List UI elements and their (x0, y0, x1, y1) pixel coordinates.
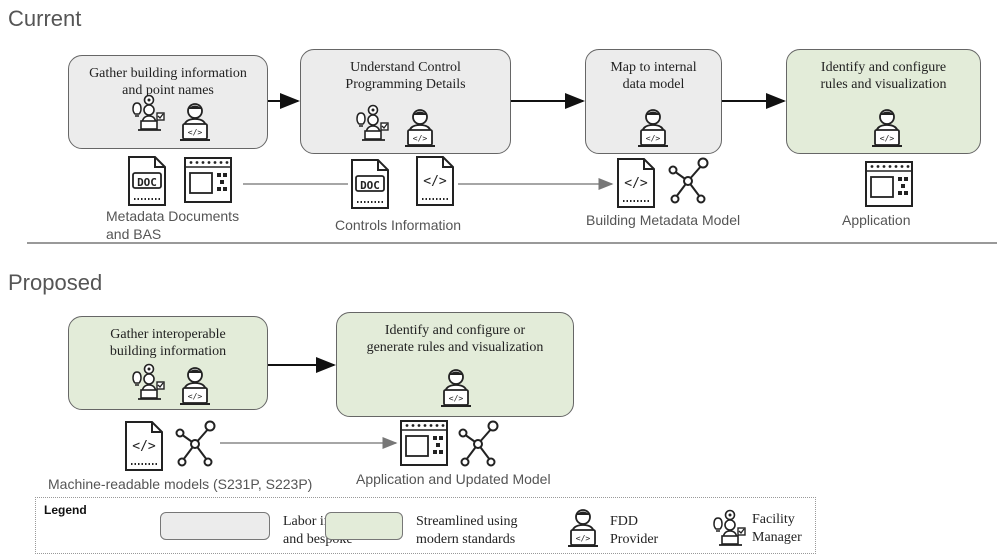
doc-badge: DOC (137, 176, 157, 189)
code-badge: </> (624, 176, 648, 191)
step-label-line2: building information (109, 343, 227, 359)
legend-swatch-streamlined (325, 512, 403, 540)
fdd-provider-icon (440, 369, 472, 407)
facility-manager-icon (356, 104, 389, 141)
legend-facility-line2: Manager (752, 529, 802, 545)
caption-metadata-documents: Metadata Documents and BAS (106, 208, 239, 243)
caption-line2: and BAS (106, 225, 162, 242)
step-gather-building-info: Gather building information and point na… (68, 55, 268, 149)
caption-line1: Metadata Documents (106, 208, 240, 224)
step-label-line1: Understand Control (350, 60, 461, 75)
caption-application: Application (842, 212, 911, 228)
legend-streamlined-line1: Streamlined using (416, 514, 518, 529)
caption-building-metadata-model: Building Metadata Model (586, 212, 741, 228)
step-label-line2: rules and visualization (820, 76, 947, 92)
legend-facility-label: Facility Manager (752, 511, 802, 546)
graph-model-icon (175, 420, 216, 467)
caption-controls-information: Controls Information (335, 217, 462, 233)
step-label-line2: and point names (122, 82, 214, 98)
legend-fdd-line1: FDD (610, 514, 639, 529)
step-label-line2: generate rules and visualization (366, 339, 544, 355)
step-label-line1: Identify and configure or (384, 323, 526, 338)
legend-fdd-line2: Provider (610, 531, 659, 547)
legend-title: Legend (44, 503, 87, 517)
fdd-provider-icon (637, 109, 669, 147)
application-icon (400, 420, 448, 466)
facility-manager-icon (132, 363, 165, 400)
fdd-provider-icon (179, 367, 211, 405)
proposed-section-title: Proposed (8, 270, 103, 295)
doc-badge: DOC (360, 179, 380, 192)
step-label-line1: Map to internal (610, 60, 697, 75)
fdd-provider-icon (871, 109, 903, 147)
fdd-provider-icon (179, 103, 211, 141)
graph-model-icon (668, 157, 709, 204)
step-label-line1: Gather interoperable (110, 327, 226, 342)
facility-manager-icon (132, 94, 165, 131)
legend-fdd-provider-icon (567, 509, 599, 547)
step-gather-interoperable-info: Gather interoperable building informatio… (68, 316, 268, 410)
legend-fdd-label: FDD Provider (610, 513, 658, 548)
step-label-line1: Identify and configure (820, 60, 947, 75)
step-label-line2: data model (622, 76, 685, 92)
code-badge: </> (132, 439, 156, 454)
legend-streamlined-label: Streamlined using modern standards (416, 513, 518, 548)
caption-machine-readable-models: Machine-readable models (S231P, S223P) (48, 476, 313, 492)
application-icon (865, 161, 913, 207)
legend-facility-manager-icon (713, 509, 746, 546)
legend-facility-line1: Facility (752, 512, 795, 527)
step-understand-control: Understand Control Programming Details (300, 49, 511, 154)
current-section-title: Current (8, 6, 82, 31)
legend-streamlined-line2: modern standards (416, 531, 516, 547)
step-label-line2: Programming Details (345, 76, 466, 92)
graph-model-icon (458, 420, 499, 467)
bas-controller-icon (184, 157, 232, 203)
caption-application-updated-model: Application and Updated Model (356, 471, 551, 487)
legend-swatch-labor (160, 512, 270, 540)
section-divider (27, 242, 997, 244)
fdd-provider-icon (404, 109, 436, 147)
code-badge: </> (423, 174, 447, 189)
step-label-line1: Gather building information (89, 66, 247, 81)
